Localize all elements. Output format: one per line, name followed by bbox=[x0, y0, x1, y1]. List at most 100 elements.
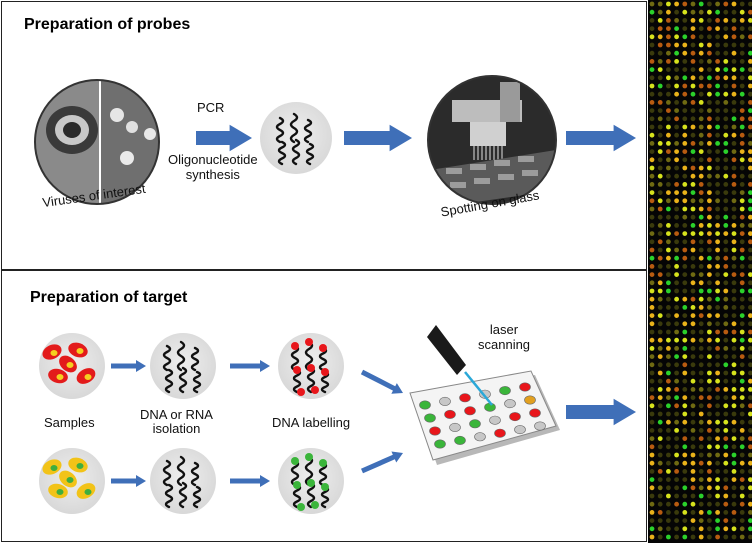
microarray-spot bbox=[748, 247, 752, 253]
microarray-spot bbox=[739, 26, 745, 31]
microarray-spot bbox=[707, 469, 712, 474]
flow-arrow-shape bbox=[111, 360, 146, 372]
microarray-spot bbox=[666, 223, 671, 228]
microarray-spot bbox=[666, 75, 671, 81]
microarray-spot bbox=[698, 354, 704, 359]
microarray-spot bbox=[657, 354, 663, 359]
microarray-spot bbox=[731, 305, 737, 310]
microarray-spot bbox=[739, 501, 745, 507]
microarray-spot bbox=[739, 280, 745, 286]
microarray-spot bbox=[723, 288, 729, 294]
microarray-spot bbox=[731, 247, 737, 253]
microarray-spot bbox=[731, 428, 737, 433]
microarray-spot bbox=[674, 75, 679, 81]
microarray-spot bbox=[739, 403, 745, 409]
microarray-spot bbox=[666, 239, 671, 245]
dna-strand bbox=[176, 340, 186, 372]
microarray-spot bbox=[682, 108, 688, 113]
microarray-spot bbox=[723, 26, 729, 31]
microarray-spot bbox=[723, 387, 729, 392]
microarray-spot bbox=[698, 395, 704, 400]
microarray-spot bbox=[682, 411, 688, 417]
microarray-spot bbox=[748, 477, 752, 482]
microarray-spot bbox=[657, 59, 663, 64]
microarray-spot bbox=[674, 91, 679, 97]
microarray-spot bbox=[657, 157, 663, 163]
microarray-spot bbox=[649, 206, 655, 212]
microarray-spot bbox=[649, 378, 655, 384]
microarray-spot bbox=[707, 510, 712, 515]
microarray-spot bbox=[674, 485, 679, 491]
microarray-spot bbox=[723, 67, 729, 72]
microarray-spot bbox=[723, 444, 729, 450]
microarray-spot bbox=[748, 354, 752, 359]
microarray-spot bbox=[666, 477, 671, 482]
red-dye-dot bbox=[305, 338, 313, 346]
microarray-spot bbox=[690, 231, 696, 237]
microarray-spot bbox=[690, 510, 696, 515]
microarray-spot bbox=[739, 510, 745, 515]
microarray-spot bbox=[731, 231, 737, 237]
microarray-spot bbox=[682, 83, 688, 89]
microarray-spot bbox=[657, 247, 663, 253]
microarray-spot bbox=[698, 272, 704, 277]
microarray-spot bbox=[748, 469, 752, 474]
microarray-spot bbox=[649, 272, 655, 277]
microarray-spot bbox=[682, 182, 688, 187]
microarray-spot bbox=[715, 50, 720, 56]
microarray-spot bbox=[682, 493, 688, 499]
microarray-spot bbox=[731, 34, 737, 40]
microarray-spot bbox=[666, 411, 671, 417]
microarray-spot bbox=[723, 239, 729, 245]
slide-spot bbox=[519, 382, 531, 392]
microarray-spot bbox=[739, 149, 745, 155]
oligo-label-line1: Oligonucleotide bbox=[168, 152, 258, 167]
microarray-spot bbox=[649, 321, 655, 327]
microarray-spot bbox=[690, 329, 696, 335]
microarray-spot bbox=[748, 501, 752, 507]
microarray-spot bbox=[739, 395, 745, 400]
microarray-spot bbox=[690, 26, 696, 31]
microarray-spot bbox=[657, 264, 663, 269]
microarray-spot bbox=[657, 362, 663, 368]
microarray-spot bbox=[698, 34, 704, 40]
microarray-spot bbox=[739, 132, 745, 138]
microarray-spot bbox=[690, 124, 696, 130]
dna-strand bbox=[292, 368, 302, 394]
microarray-spot bbox=[739, 313, 745, 318]
microarray-spot bbox=[682, 460, 688, 466]
flow-arrow-shape bbox=[230, 360, 270, 372]
microarray-spot bbox=[682, 452, 688, 458]
yellow-cell-nucleus bbox=[66, 477, 74, 483]
microarray-spot bbox=[666, 354, 671, 359]
microarray-spot bbox=[690, 403, 696, 409]
microarray-spot bbox=[698, 9, 704, 15]
slide-spot bbox=[419, 400, 431, 410]
microarray-spot bbox=[715, 387, 720, 392]
labelling-label: DNA labelling bbox=[272, 415, 351, 430]
microarray-spot bbox=[674, 362, 679, 368]
slide-spot bbox=[489, 415, 501, 425]
microarray-spot bbox=[657, 149, 663, 155]
microarray-spot bbox=[690, 296, 696, 302]
microarray-spot bbox=[649, 231, 655, 237]
microarray-spot bbox=[748, 510, 752, 515]
microarray-spot bbox=[666, 436, 671, 441]
red-cell-nucleus bbox=[56, 374, 64, 380]
microarray-spot bbox=[649, 264, 655, 269]
microarray-spot bbox=[649, 313, 655, 318]
yellow-cell-nucleus bbox=[76, 463, 84, 469]
microarray-spot bbox=[715, 436, 720, 441]
microarray-spot bbox=[723, 100, 729, 105]
microarray-spot bbox=[723, 59, 729, 64]
microarray-spot bbox=[748, 264, 752, 269]
microarray-spot bbox=[674, 518, 679, 523]
microarray-spot bbox=[690, 493, 696, 499]
microarray-spot bbox=[666, 190, 671, 196]
microarray-spot bbox=[682, 132, 688, 138]
microarray-spot bbox=[723, 34, 729, 40]
microarray-spot bbox=[715, 132, 720, 138]
microarray-spot bbox=[657, 452, 663, 458]
microarray-spot bbox=[723, 428, 729, 433]
